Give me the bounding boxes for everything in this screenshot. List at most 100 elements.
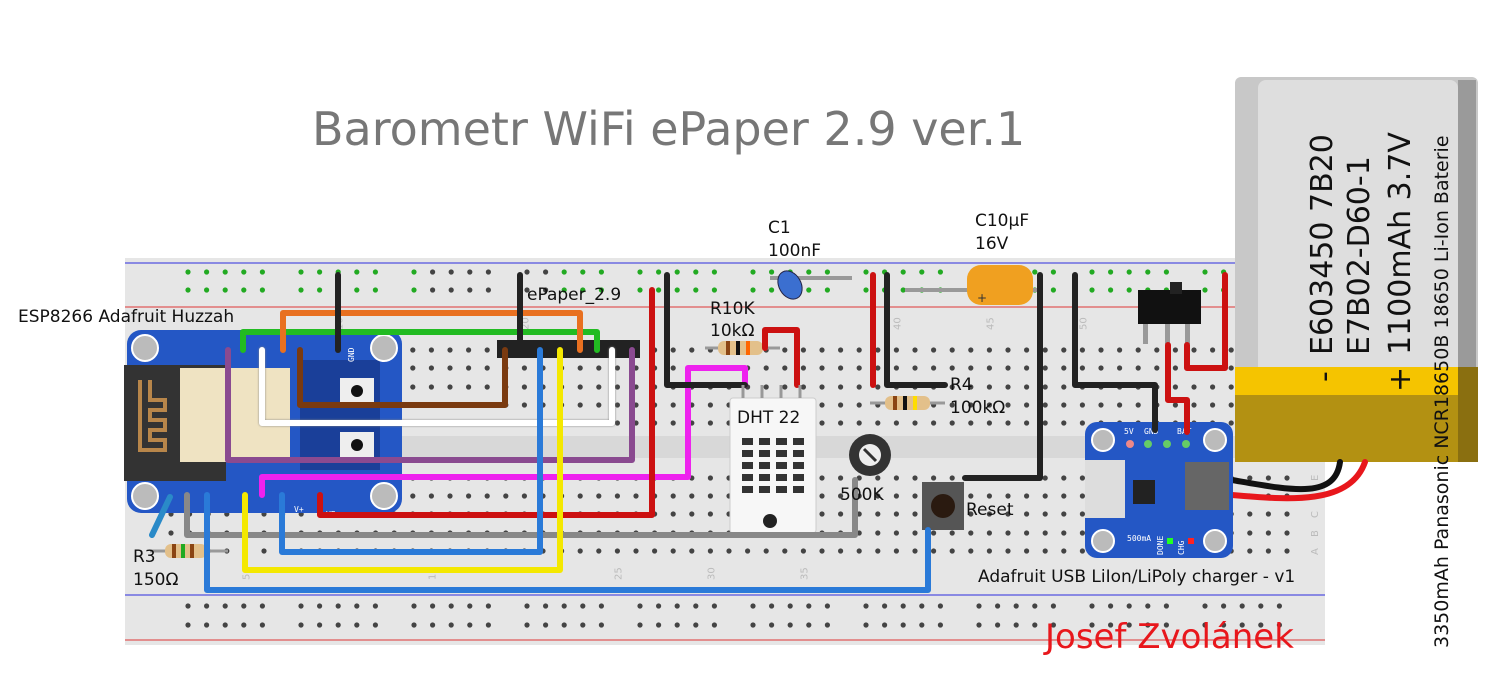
breadboard-hole <box>1050 269 1056 275</box>
breadboard-hole <box>912 475 918 481</box>
row-letter: E <box>1310 475 1321 481</box>
breadboard-hole <box>976 622 982 628</box>
breadboard-hole <box>430 603 436 609</box>
breadboard-hole <box>614 493 621 499</box>
label-c10-name: C10µF <box>975 211 1029 231</box>
breadboard-hole <box>1005 420 1011 426</box>
breadboard-hole <box>596 493 602 499</box>
breadboard-hole <box>707 511 714 517</box>
breadboard-hole <box>782 365 788 371</box>
breadboard-hole <box>1163 603 1169 609</box>
breadboard-hole <box>1079 475 1085 481</box>
breadboard-hole <box>543 622 549 628</box>
breadboard-hole <box>782 384 788 390</box>
breadboard-hole <box>1135 402 1141 408</box>
breadboard-hole <box>372 603 378 609</box>
breadboard-hole <box>1024 384 1030 390</box>
breadboard-hole <box>598 622 605 628</box>
breadboard-hole <box>875 493 881 499</box>
breadboard-hole <box>1042 384 1048 390</box>
breadboard-hole <box>430 269 436 275</box>
breadboard-hole <box>986 511 993 517</box>
wire-blue <box>279 347 543 555</box>
breadboard-hole <box>1042 365 1048 371</box>
column-number: 30 <box>706 567 717 580</box>
breadboard-hole <box>1202 287 1208 293</box>
breadboard-hole <box>543 287 549 293</box>
breadboard-hole <box>1284 511 1290 517</box>
breadboard-hole <box>1061 347 1067 353</box>
breadboard-hole <box>769 269 775 275</box>
breadboard-hole <box>893 347 900 353</box>
breadboard-hole <box>893 493 900 499</box>
breadboard-hole <box>863 287 869 293</box>
breadboard-hole <box>524 269 530 275</box>
breadboard-hole <box>1042 347 1048 353</box>
breadboard-hole <box>447 384 453 390</box>
breadboard-hole <box>707 548 714 554</box>
breadboard-hole <box>670 365 676 371</box>
breadboard-hole <box>1024 530 1030 536</box>
breadboard-hole <box>863 603 869 609</box>
breadboard-hole <box>259 287 265 293</box>
breadboard-hole <box>1202 269 1208 275</box>
breadboard-hole <box>931 475 937 481</box>
breadboard-hole <box>689 548 695 554</box>
wire-yellow <box>242 347 563 573</box>
breadboard-hole <box>1089 287 1095 293</box>
dht22-sensor <box>729 397 817 534</box>
breadboard-hole <box>670 511 676 517</box>
breadboard-hole <box>1042 402 1048 408</box>
breadboard-hole <box>485 622 491 628</box>
dht-vent-slot <box>759 486 770 493</box>
breadboard-hole <box>430 622 436 628</box>
breadboard-hole <box>1228 420 1234 426</box>
breadboard-hole <box>596 548 602 554</box>
label-c1-value: 100nF <box>768 241 821 261</box>
breadboard-hole <box>800 365 807 371</box>
breadboard-hole <box>1061 511 1067 517</box>
breadboard-hole <box>693 269 699 275</box>
battery-wire-black <box>1229 459 1343 493</box>
breadboard-hole <box>1247 548 1253 554</box>
label-r4-name: R4 <box>950 375 973 395</box>
breadboard-hole <box>875 475 881 481</box>
breadboard-hole <box>204 287 210 293</box>
breadboard-hole <box>1061 384 1067 390</box>
breadboard-hole <box>524 287 530 293</box>
dht-vent-slot <box>759 450 770 457</box>
breadboard-hole <box>882 603 888 609</box>
breadboard-hole <box>806 287 812 293</box>
breadboard-hole <box>1258 603 1264 609</box>
breadboard-hole <box>1089 603 1095 609</box>
breadboard-hole <box>750 622 756 628</box>
row-letter: C <box>1310 511 1321 518</box>
dht-vent-slot <box>759 474 770 481</box>
breadboard-hole <box>819 365 825 371</box>
breadboard-hole <box>875 347 881 353</box>
breadboard-hole <box>900 622 906 628</box>
breadboard-hole <box>261 548 267 554</box>
breadboard-hole <box>949 475 955 481</box>
breadboard-hole <box>838 402 844 408</box>
breadboard-hole <box>561 269 567 275</box>
breadboard-hole <box>949 365 955 371</box>
breadboard-hole <box>411 622 417 628</box>
breadboard-hole <box>1042 475 1048 481</box>
breadboard-hole <box>222 622 228 628</box>
breadboard-hole <box>577 548 583 554</box>
breadboard-hole <box>1126 622 1132 628</box>
breadboard-hole <box>875 365 881 371</box>
breadboard-hole <box>931 530 937 536</box>
breadboard-hole <box>521 365 528 371</box>
breadboard-hole <box>411 269 417 275</box>
breadboard-hole <box>819 347 825 353</box>
breadboard-hole <box>521 493 528 499</box>
breadboard-hole <box>674 287 680 293</box>
breadboard-hole <box>596 365 602 371</box>
breadboard-hole <box>800 384 807 390</box>
label-r10-value: 10kΩ <box>710 321 754 341</box>
breadboard-hole <box>782 548 788 554</box>
breadboard-hole <box>995 622 1001 628</box>
breadboard-hole <box>524 622 530 628</box>
